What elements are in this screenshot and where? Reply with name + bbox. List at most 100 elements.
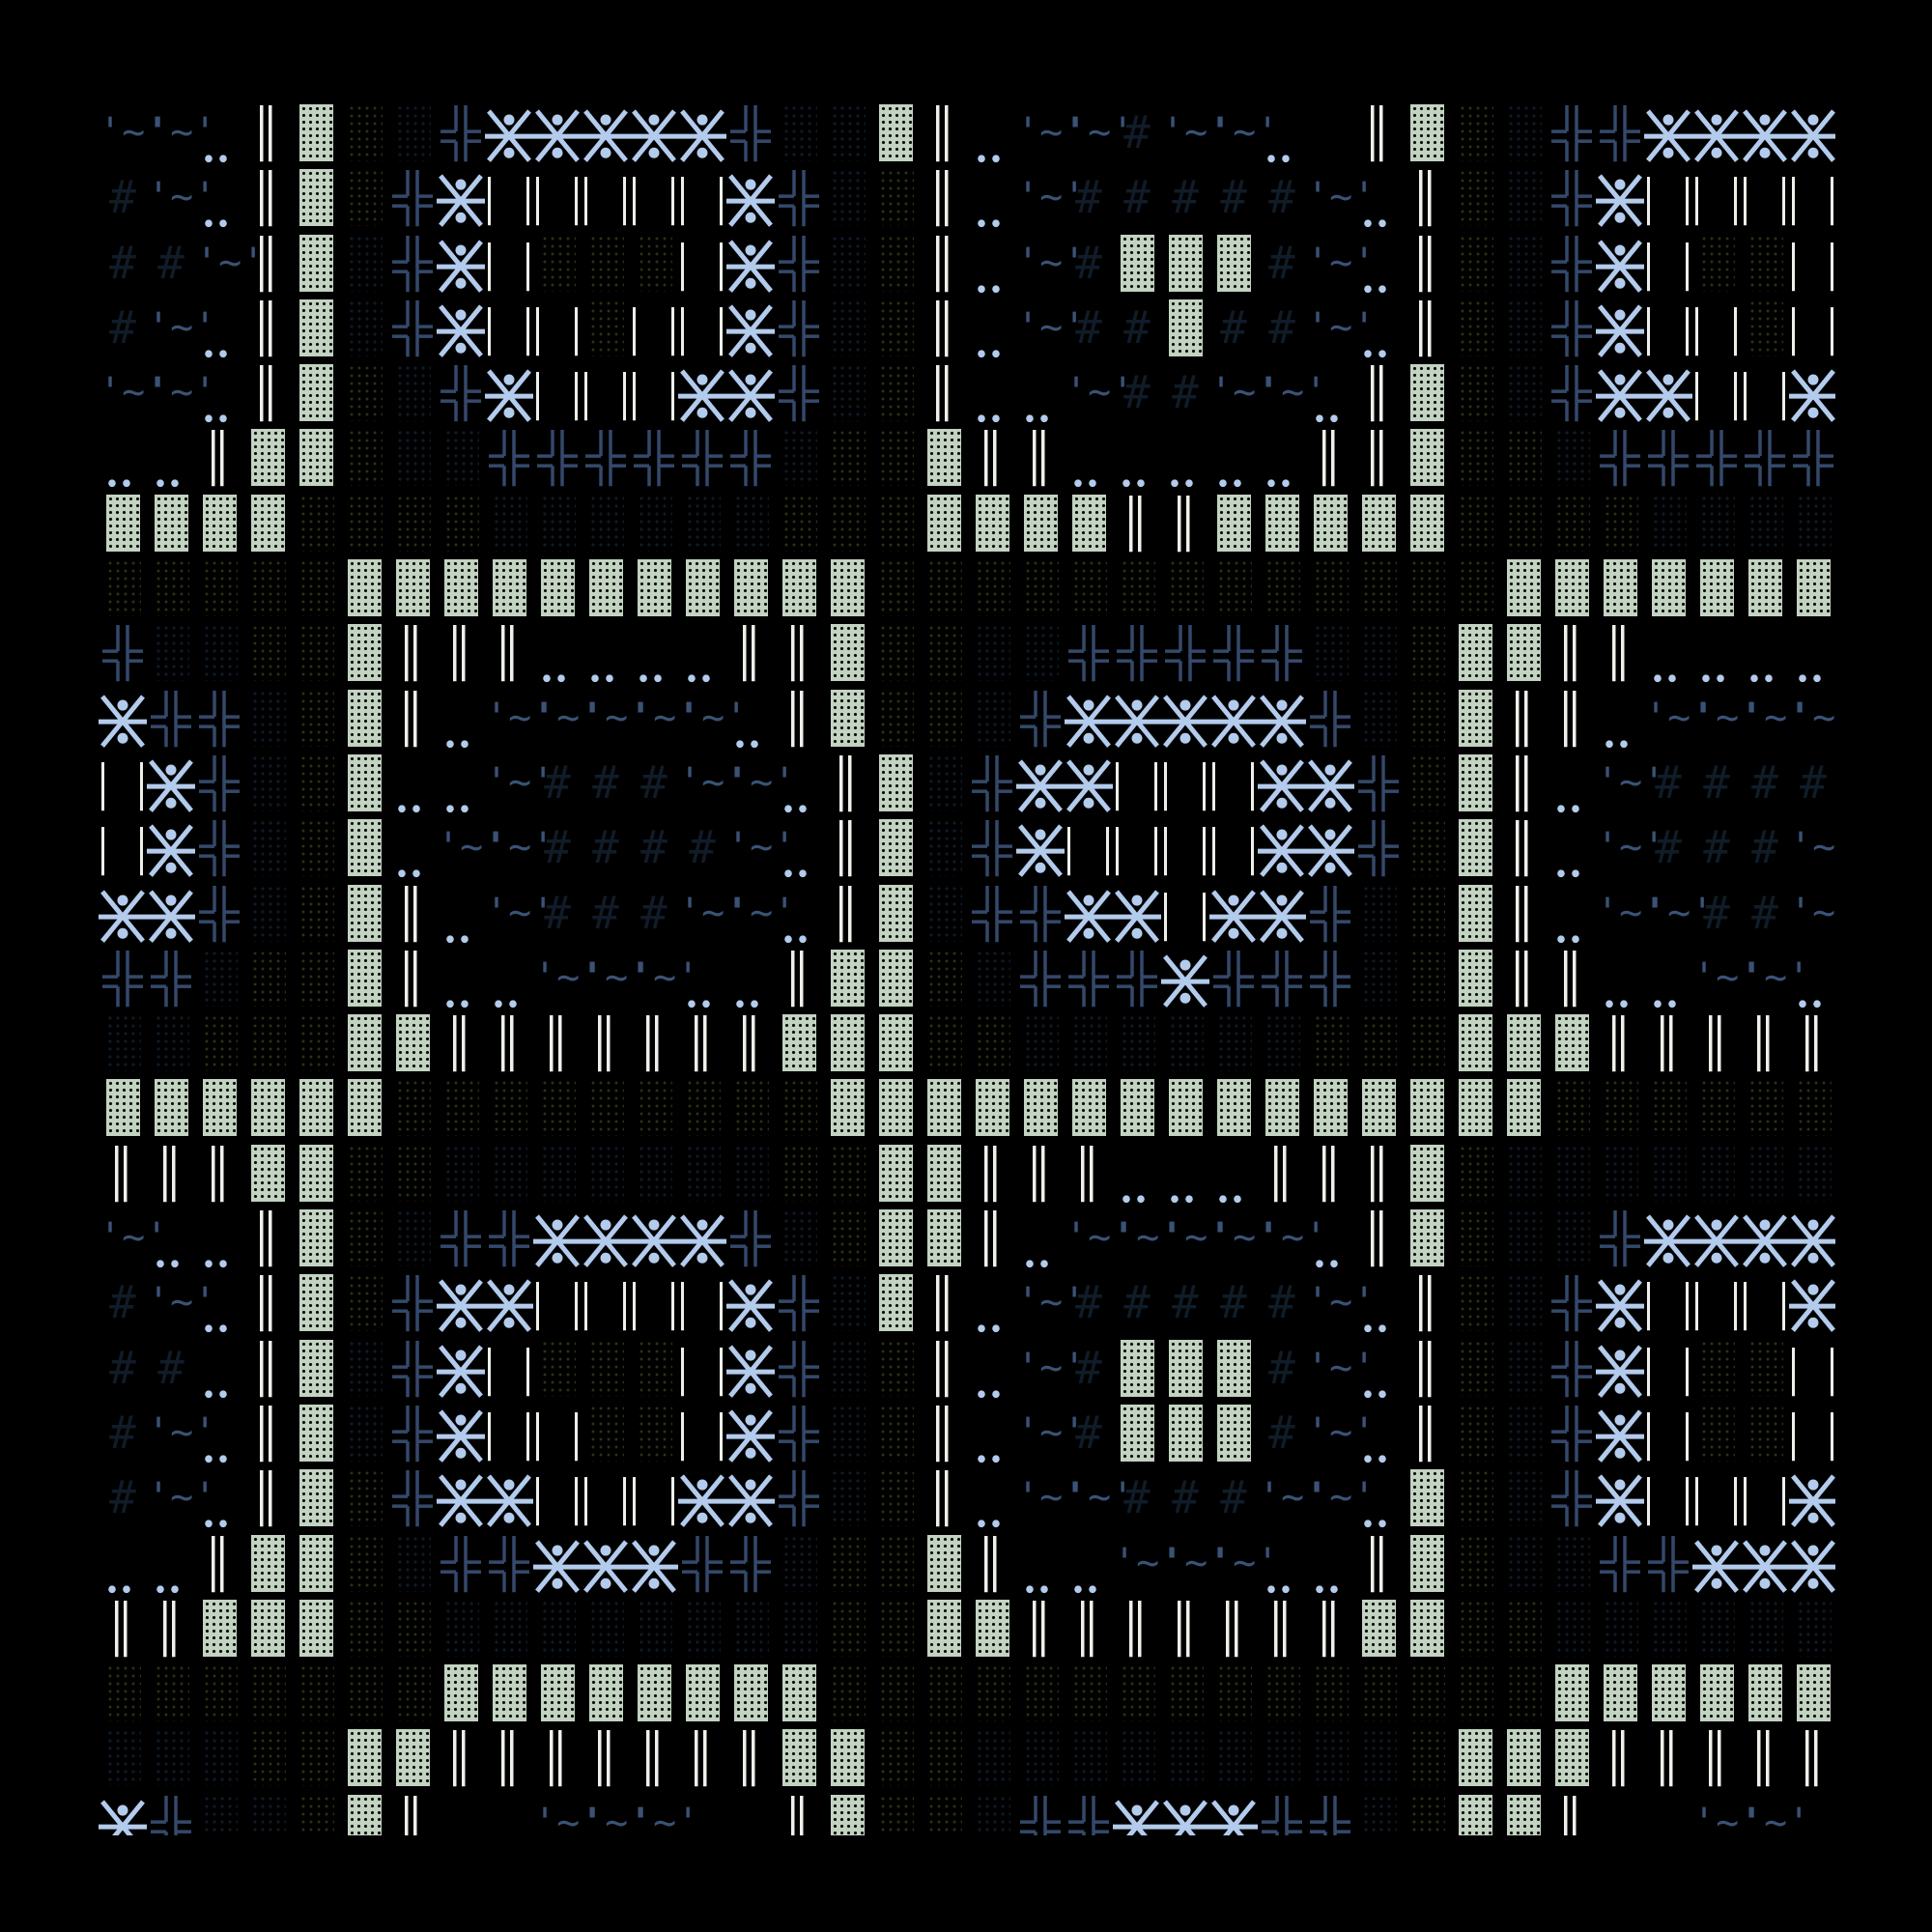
hash-cell: # (157, 1341, 185, 1394)
navy-dots-cell (1548, 1534, 1596, 1600)
block-cell (243, 1079, 292, 1144)
dots-cell (1354, 169, 1403, 234)
wave-cell: '~' (485, 695, 555, 740)
olive-dots-cell (823, 1209, 871, 1274)
hash-cell: # (1123, 366, 1151, 419)
double-cross-cell (388, 1469, 437, 1534)
x-figure-cell (1644, 104, 1692, 169)
double-bar-cell (437, 1014, 485, 1079)
dots-cell (1258, 104, 1306, 169)
wave-cell: '~' (1596, 890, 1666, 935)
wave-cell: '~' (1016, 304, 1087, 350)
hash-cell: # (640, 821, 668, 874)
wave-cell: '~' (1789, 695, 1835, 740)
block-cell (243, 429, 292, 494)
dots-cell (437, 885, 485, 950)
dots-cell (1161, 1145, 1209, 1209)
empty-cell (1644, 1795, 1692, 1835)
olive-dots-cell (775, 1079, 823, 1144)
single-bars-cell (1789, 169, 1835, 234)
block-cell (1065, 1079, 1113, 1144)
olive-dots-cell (292, 1729, 340, 1794)
olive-dots-cell (1692, 1339, 1741, 1405)
dots-cell (968, 235, 1016, 299)
double-bar-cell (678, 1729, 726, 1794)
navy-dots-cell (533, 1599, 582, 1664)
single-bars-cell (485, 235, 533, 299)
olive-dots-cell (1451, 1664, 1499, 1729)
dots-cell (1644, 950, 1692, 1014)
x-figure-cell (1065, 885, 1113, 950)
navy-dots-cell (1741, 1144, 1789, 1209)
block-cell (292, 1144, 340, 1209)
wave-cell: '~' (1113, 1540, 1183, 1585)
block-cell (1403, 1599, 1451, 1664)
x-figure-cell (726, 1340, 775, 1405)
navy-dots-cell (485, 1144, 533, 1209)
double-bar-cell (968, 1145, 1016, 1209)
x-figure-cell (1209, 1795, 1258, 1835)
olive-dots-cell (388, 1144, 437, 1209)
wave-cell: '~' (1065, 1215, 1135, 1261)
block-cell (871, 1014, 920, 1079)
olive-dots-cell (292, 1664, 340, 1729)
olive-dots-cell (1451, 298, 1499, 364)
dots-cell (1161, 429, 1209, 494)
double-cross-cell (1548, 1405, 1596, 1469)
olive-dots-cell (1499, 494, 1548, 559)
navy-dots-cell (775, 1209, 823, 1274)
double-bar-cell (1016, 429, 1065, 494)
hash-cell: # (689, 821, 716, 874)
block-cell (340, 949, 388, 1014)
block-cell (871, 1079, 920, 1144)
dots-cell (678, 950, 726, 1014)
dots-cell (1306, 1535, 1354, 1600)
dots-cell (195, 1405, 243, 1469)
olive-dots-cell (1451, 1469, 1499, 1534)
wave-cell: '~' (1306, 1280, 1377, 1325)
double-bar-cell (920, 104, 968, 169)
olive-dots-cell (292, 494, 340, 559)
block-cell (871, 1209, 920, 1274)
olive-dots-cell (871, 1404, 920, 1469)
dots-cell (1548, 885, 1596, 950)
double-cross-cell (1306, 1795, 1354, 1835)
navy-dots-cell (1644, 1599, 1692, 1664)
x-figure-cell (437, 299, 485, 364)
x-figure-cell (582, 1535, 630, 1600)
block-cell (340, 624, 388, 689)
pattern-row (99, 1079, 1835, 1144)
olive-dots-cell (1403, 1014, 1451, 1079)
double-bar-cell (1403, 1340, 1451, 1405)
block-cell (292, 1534, 340, 1600)
block-cell (1354, 494, 1403, 559)
double-bar-cell (1403, 169, 1451, 234)
olive-dots-cell (533, 234, 582, 299)
wave-cell: '~' (726, 890, 797, 935)
single-bars-cell (1692, 364, 1741, 429)
navy-dots-cell (823, 298, 871, 364)
block-cell (1161, 1339, 1209, 1405)
single-bars-cell (1692, 1274, 1741, 1339)
block-cell (1451, 1729, 1499, 1794)
x-figure-cell (1789, 1535, 1835, 1600)
pattern-row (99, 429, 1835, 494)
olive-dots-cell (1306, 1664, 1354, 1729)
double-cross-cell (1596, 104, 1644, 169)
navy-dots-cell (243, 689, 292, 754)
double-bar-cell (243, 1274, 292, 1339)
single-bars-cell (678, 1340, 726, 1405)
olive-dots-cell (1741, 298, 1789, 364)
double-cross-cell (388, 299, 437, 364)
x-figure-cell (1596, 1274, 1644, 1339)
olive-dots-cell (630, 1404, 678, 1469)
pattern-row: #'~''~''~'###'~''~' (99, 1469, 1835, 1534)
single-bars-cell (1644, 1405, 1692, 1469)
block-cell (775, 1014, 823, 1079)
navy-dots-cell (920, 753, 968, 819)
olive-dots-cell (871, 1664, 920, 1729)
double-cross-cell (147, 1795, 195, 1835)
navy-dots-cell (1596, 1599, 1644, 1664)
block-cell (1161, 298, 1209, 364)
double-bar-cell (437, 1729, 485, 1794)
